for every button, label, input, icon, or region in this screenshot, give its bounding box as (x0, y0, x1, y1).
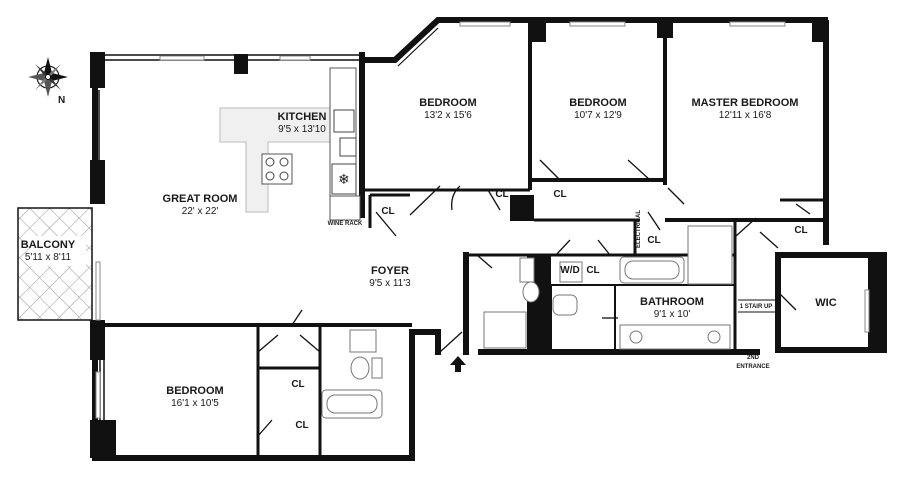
compass-north-label: N (58, 95, 65, 106)
great-room-dims: 22' x 22' (182, 206, 219, 217)
balcony-name: BALCONY (21, 239, 76, 251)
closet-wd-label: CL (586, 265, 599, 276)
stair-label: 1 STAIR UP (740, 304, 773, 310)
compass-icon (28, 57, 68, 97)
closet-bed2-label: CL (553, 189, 566, 200)
great-room-name: GREAT ROOM (163, 193, 238, 205)
doors (257, 159, 811, 437)
closet-bed3-a-label: CL (291, 379, 304, 390)
closet-master-label: CL (794, 225, 807, 236)
closet-bed1-label: CL (495, 189, 508, 200)
bedroom-1-dims: 13'2 x 15'6 (424, 110, 472, 121)
windows (95, 21, 870, 419)
second-entrance-label-line1: 2ND (747, 355, 760, 361)
bedroom-3-name: BEDROOM (166, 385, 223, 397)
bedroom-3-dims: 16'1 x 10'5 (171, 398, 219, 409)
wine-rack-label: WINE RACK (328, 221, 363, 227)
foyer-dims: 9'5 x 11'3 (369, 278, 411, 289)
closet-electrical-label: CL (647, 235, 660, 246)
master-bedroom-name: MASTER BEDROOM (692, 97, 799, 109)
bedroom-1-name: BEDROOM (419, 97, 476, 109)
closet-bed3-b-label: CL (295, 420, 308, 431)
kitchen-name: KITCHEN (278, 111, 327, 123)
entry-arrow-icon (450, 356, 466, 372)
wic-name: WIC (815, 297, 836, 309)
kitchen-dims: 9'5 x 13'10 (278, 124, 326, 135)
second-entrance-label-line2: ENTRANCE (736, 364, 769, 370)
washer-dryer-label: W/D (560, 265, 579, 276)
kitchen-fixtures: ❄ (219, 67, 361, 221)
bedroom-2-dims: 10'7 x 12'9 (574, 110, 622, 121)
bedroom-2-name: BEDROOM (569, 97, 626, 109)
bathroom-name: BATHROOM (640, 296, 704, 308)
interior-walls (256, 20, 826, 458)
balcony-dims: 5'11 x 8'11 (25, 252, 72, 263)
exterior-walls (90, 17, 887, 461)
bathroom-fixtures (321, 225, 733, 419)
foyer-name: FOYER (371, 265, 409, 277)
bathroom-dims: 9'1 x 10' (654, 309, 691, 320)
master-bedroom-dims: 12'11 x 16'8 (719, 110, 772, 121)
svg-text:❄: ❄ (338, 172, 350, 188)
closet-foyer-label: CL (381, 206, 394, 217)
electrical-label: ELECTRICAL (636, 210, 642, 248)
